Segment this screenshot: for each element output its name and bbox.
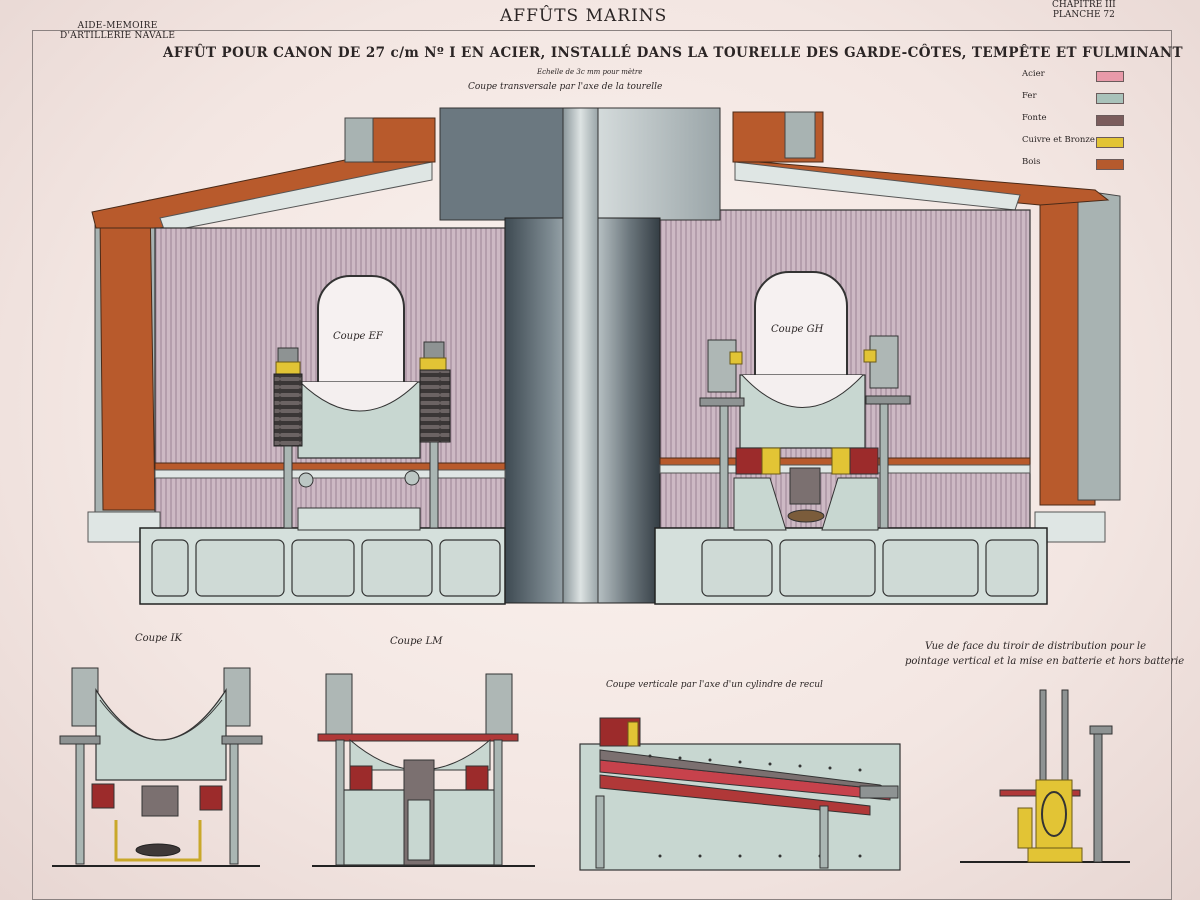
left-roof-armor-top bbox=[344, 117, 374, 163]
legend-row-fonte: Fonte bbox=[1022, 112, 1132, 134]
scale-note: Echelle de 3c mm pour mètre bbox=[537, 68, 643, 76]
legend-row-fer: Fer bbox=[1022, 90, 1132, 112]
legend-swatch bbox=[1096, 115, 1124, 126]
legend-label: Acier bbox=[1022, 69, 1045, 79]
label-vue-tiroir-line2: pointage vertical et la mise en batterie… bbox=[905, 656, 1185, 667]
legend-swatch bbox=[1096, 93, 1124, 104]
legend-label: Cuivre et Bronze bbox=[1022, 135, 1095, 145]
right-roof-armor-top bbox=[784, 111, 816, 159]
legend-label: Fer bbox=[1022, 91, 1037, 101]
left-carriage-ef bbox=[273, 341, 451, 531]
central-shaft bbox=[562, 107, 599, 604]
plate-title: AFFÛT POUR CANON DE 27 c/m Nº I EN ACIER… bbox=[163, 45, 1184, 61]
left-roof-wood bbox=[91, 159, 433, 229]
left-beam-wood bbox=[154, 462, 506, 471]
label-coupe-ik: Coupe IK bbox=[135, 633, 183, 644]
label-coupe-gh: Coupe GH bbox=[771, 324, 824, 335]
distribution-valve-drawing bbox=[960, 689, 1130, 863]
label-coupe-ef: Coupe EF bbox=[333, 331, 383, 342]
label-vue-tiroir-line1: Vue de face du tiroir de distribution po… bbox=[925, 641, 1147, 652]
legend-swatch bbox=[1096, 159, 1124, 170]
coupe-ik-drawing bbox=[52, 667, 263, 867]
material-legend: Acier Fer Fonte Cuivre et Bronze Bois bbox=[1022, 68, 1132, 178]
left-wood-backing bbox=[99, 199, 156, 511]
label-coupe-lm: Coupe LM bbox=[390, 636, 443, 647]
right-armor-plate bbox=[1077, 189, 1121, 501]
header-left: AIDE-MEMOIRE D'ARTILLERIE NAVALE bbox=[60, 21, 175, 41]
legend-label: Fonte bbox=[1022, 113, 1047, 123]
plate-number: PLANCHE 72 bbox=[1052, 10, 1115, 20]
right-carriage-gh bbox=[699, 335, 911, 531]
label-coupe-cylindre: Coupe verticale par l'axe d'un cylindre … bbox=[606, 680, 823, 690]
recoil-cylinder-drawing bbox=[579, 717, 901, 871]
legend-row-acier: Acier bbox=[1022, 68, 1132, 90]
legend-swatch bbox=[1096, 71, 1124, 82]
header-left-line2: D'ARTILLERIE NAVALE bbox=[60, 31, 176, 41]
legend-row-bois: Bois bbox=[1022, 156, 1132, 178]
left-roof-plate bbox=[159, 161, 433, 233]
header-left-line1: AIDE-MEMOIRE bbox=[77, 21, 158, 31]
legend-label: Bois bbox=[1022, 157, 1041, 167]
central-trunk-dark bbox=[439, 107, 566, 221]
chapter-label: CHAPITRE III bbox=[1052, 0, 1116, 10]
legend-row-cuivre: Cuivre et Bronze bbox=[1022, 134, 1132, 156]
turret-section bbox=[87, 107, 1121, 605]
legend-swatch bbox=[1096, 137, 1124, 148]
top-section-label: Coupe transversale par l'axe de la toure… bbox=[468, 82, 663, 92]
base-bays bbox=[151, 539, 1039, 597]
header-center-title: AFFÛTS MARINS bbox=[500, 6, 668, 26]
left-beam-plate bbox=[154, 469, 506, 479]
header-right: CHAPITRE III PLANCHE 72 bbox=[1052, 0, 1116, 20]
coupe-lm-drawing bbox=[312, 673, 535, 867]
